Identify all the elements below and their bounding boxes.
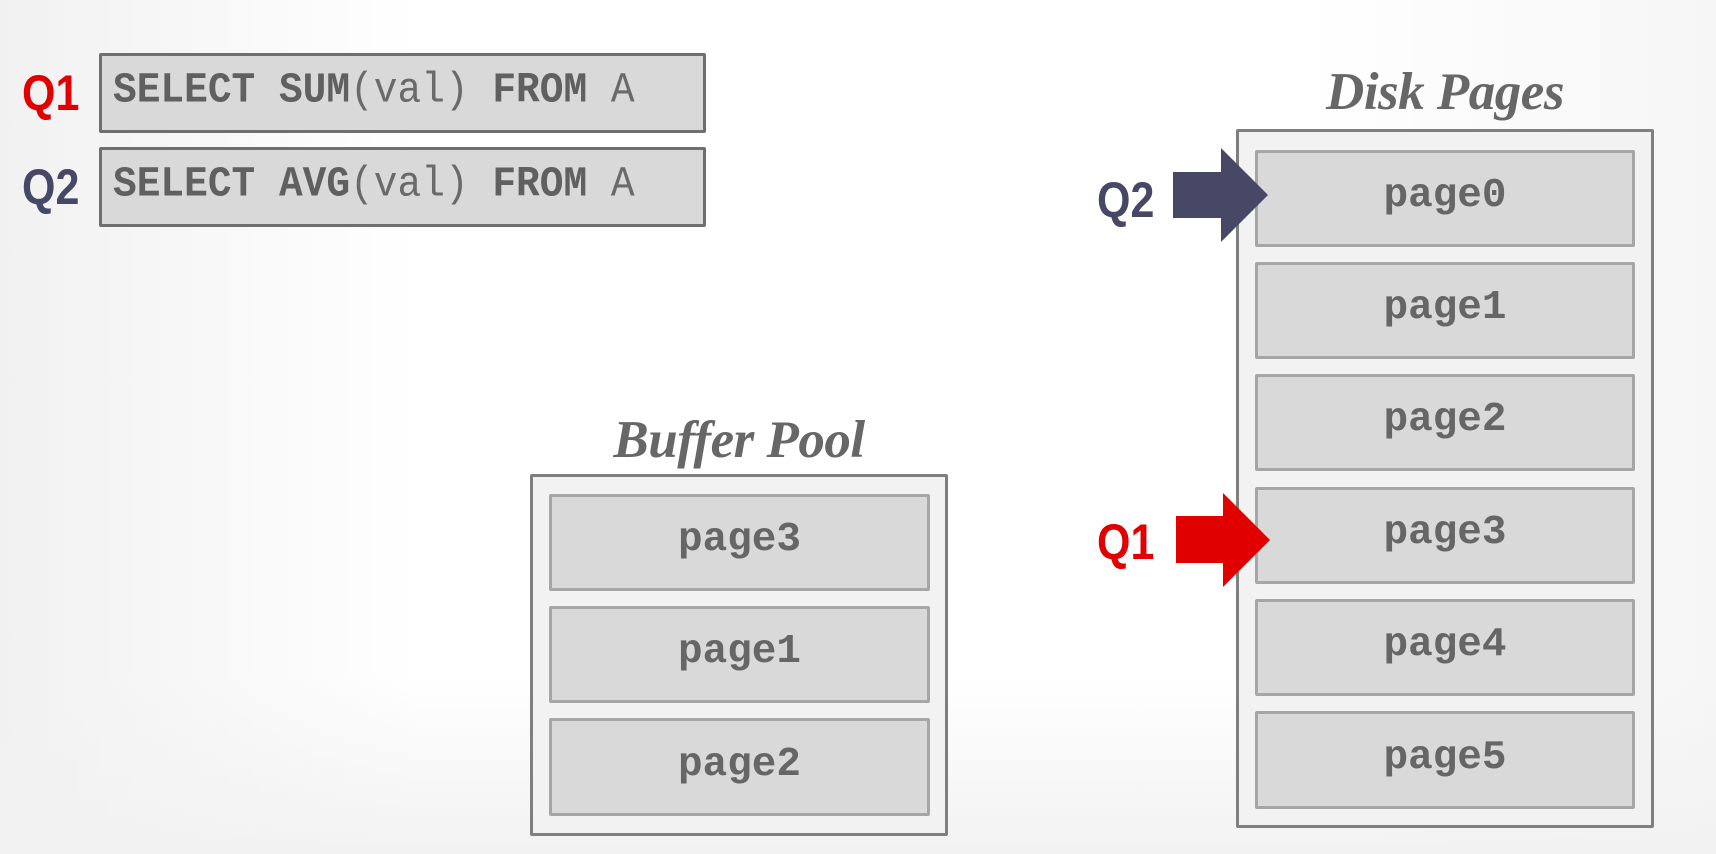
page-label: page0 bbox=[1383, 173, 1507, 219]
page-label: page5 bbox=[1383, 734, 1507, 781]
sql-table-name: A bbox=[610, 65, 635, 115]
page-label: page3 bbox=[677, 517, 802, 563]
sql-function-avg: AVG bbox=[278, 159, 351, 209]
buffer-pool-frame: page1 bbox=[549, 606, 930, 703]
buffer-pool-title: Buffer Pool bbox=[613, 411, 865, 469]
disk-pages-title: Disk Pages bbox=[1326, 63, 1564, 121]
sql-argument: (val) bbox=[350, 65, 469, 115]
disk-page: page1 bbox=[1255, 262, 1635, 359]
arrow-right-icon bbox=[1173, 148, 1268, 242]
sql-space bbox=[469, 66, 493, 115]
arrow-right-icon bbox=[1176, 493, 1270, 587]
buffer-pool-frame: page3 bbox=[549, 494, 930, 591]
sql-keyword-select: SELECT bbox=[113, 159, 256, 209]
query-label-q1: Q1 bbox=[22, 65, 80, 121]
sql-function-sum: SUM bbox=[278, 65, 351, 115]
page-label: page2 bbox=[1383, 397, 1507, 443]
sql-space bbox=[469, 160, 493, 209]
sql-box-q1: SELECT SUM(val) FROM A bbox=[99, 53, 706, 133]
disk-page: page4 bbox=[1255, 599, 1635, 696]
disk-page: page2 bbox=[1255, 374, 1635, 471]
disk-page: page5 bbox=[1255, 711, 1635, 809]
disk-page: page3 bbox=[1255, 487, 1635, 584]
sql-space bbox=[587, 66, 611, 115]
sql-space bbox=[255, 160, 279, 209]
sql-keyword-select: SELECT bbox=[113, 65, 256, 115]
page-label: page1 bbox=[1383, 285, 1507, 331]
page-label: page1 bbox=[677, 629, 802, 675]
page-label: page2 bbox=[677, 741, 802, 788]
sql-table-name: A bbox=[610, 159, 635, 209]
sql-statement-q1: SELECT SUM(val) FROM A bbox=[113, 69, 635, 112]
sql-space bbox=[255, 66, 279, 115]
q1-cursor-arrow bbox=[1176, 493, 1270, 587]
cursor-label-q1: Q1 bbox=[1097, 514, 1155, 570]
page-label: page3 bbox=[1383, 510, 1507, 556]
sql-statement-q2: SELECT AVG(val) FROM A bbox=[113, 163, 635, 206]
page-label: page4 bbox=[1383, 622, 1507, 668]
sql-keyword-from: FROM bbox=[492, 65, 588, 115]
sql-keyword-from: FROM bbox=[492, 159, 588, 209]
q2-cursor-arrow bbox=[1173, 148, 1268, 242]
sql-argument: (val) bbox=[350, 159, 469, 209]
query-label-q2: Q2 bbox=[22, 159, 80, 215]
cursor-label-q2: Q2 bbox=[1097, 172, 1155, 228]
sql-space bbox=[587, 160, 611, 209]
disk-page: page0 bbox=[1255, 150, 1635, 247]
buffer-pool-frame: page2 bbox=[549, 718, 930, 816]
sql-box-q2: SELECT AVG(val) FROM A bbox=[99, 147, 706, 227]
